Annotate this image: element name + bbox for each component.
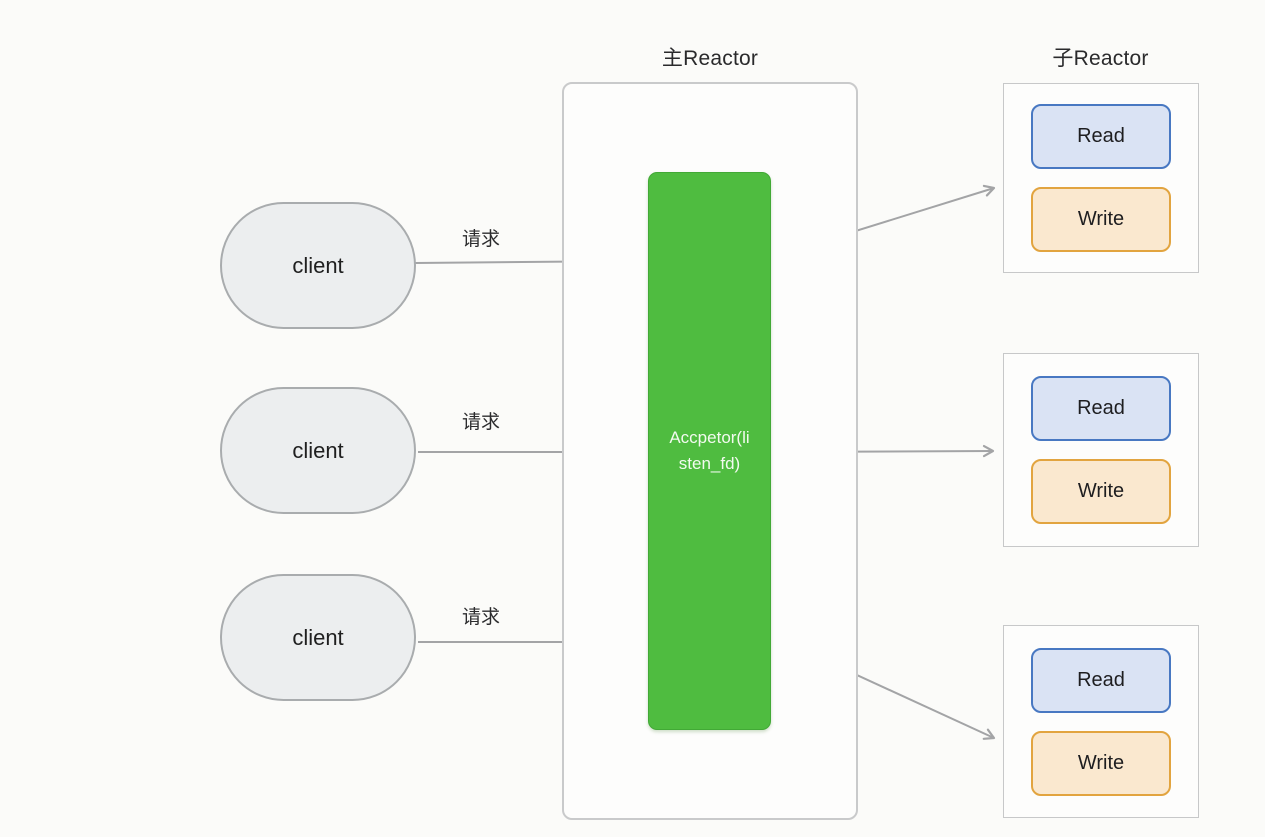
client-node-3: client	[220, 574, 416, 701]
client-label: client	[292, 252, 344, 278]
write-box: Write	[1031, 187, 1171, 252]
acceptor-node: Accpetor(li sten_fd)	[648, 172, 771, 730]
request-label-3: 请求	[461, 607, 500, 628]
acceptor-label-line2: sten_fd)	[678, 454, 741, 473]
main-reactor-title: 主Reactor	[661, 47, 759, 70]
read-box: Read	[1031, 647, 1171, 713]
request-label-1: 请求	[461, 229, 500, 250]
sub-reactor-group-2: Read Write	[1003, 353, 1199, 547]
write-box: Write	[1031, 730, 1171, 796]
sub-reactor-group-1: Read Write	[1003, 83, 1199, 273]
request-label-2: 请求	[461, 412, 500, 433]
client-node-1: client	[220, 202, 416, 329]
client-label: client	[292, 437, 344, 463]
sub-reactor-group-3: Read Write	[1003, 625, 1199, 818]
sub-reactor-title: 子Reactor	[1052, 47, 1149, 70]
read-box: Read	[1031, 104, 1171, 169]
read-box: Read	[1031, 376, 1171, 441]
acceptor-label-line1: Accpetor(li	[669, 427, 750, 447]
write-box: Write	[1031, 459, 1171, 524]
client-label: client	[292, 624, 344, 650]
client-node-2: client	[220, 387, 416, 514]
